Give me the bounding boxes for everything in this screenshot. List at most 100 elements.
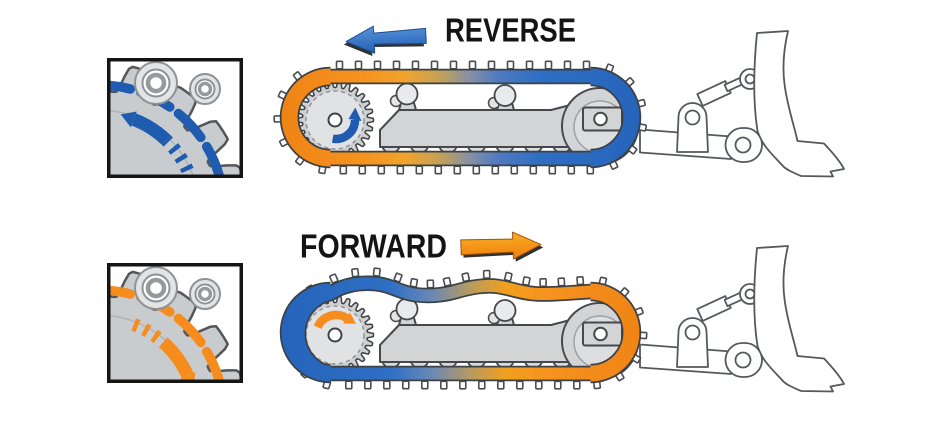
rotation-arrow-icon: [331, 107, 362, 144]
grouser: [496, 380, 505, 390]
hydraulic-cylinder-barrel: [696, 295, 732, 322]
forward-label: FORWARD: [300, 228, 447, 265]
grouser: [401, 380, 410, 390]
grouser: [393, 272, 403, 283]
grouser: [534, 380, 543, 390]
reverse-sprocket-closeup-inset: [107, 58, 243, 220]
grouser: [396, 165, 405, 175]
reverse-direction-arrow-icon: [343, 25, 427, 57]
forward-section: FORWARD: [107, 228, 845, 421]
track-band: [292, 277, 638, 380]
grouser: [335, 60, 344, 70]
grouser: [363, 380, 372, 390]
grouser: [522, 276, 531, 286]
track-grousers: [273, 60, 648, 175]
blade: [753, 30, 845, 178]
grouser: [439, 380, 448, 390]
reverse-track-assembly: [273, 30, 845, 178]
grouser: [377, 165, 386, 175]
grouser: [382, 380, 391, 390]
grouser: [372, 267, 381, 277]
grouser: [411, 60, 420, 70]
grouser: [409, 277, 419, 288]
pivot-bracket: [676, 102, 709, 153]
grouser: [572, 380, 581, 390]
tooth-valley-highlight: [173, 108, 206, 143]
grouser: [339, 165, 348, 175]
grouser: [553, 380, 562, 390]
grouser: [525, 60, 534, 70]
track-bushing-core: [197, 286, 213, 302]
arrowhead: [120, 111, 137, 128]
carrier-roller: [493, 299, 517, 322]
grouser: [449, 60, 458, 70]
grouser: [373, 60, 382, 70]
grouser: [392, 60, 401, 70]
inset-content: [110, 61, 240, 220]
grouser: [458, 380, 467, 390]
upper-lug-pin: [744, 288, 756, 300]
grouser: [582, 60, 591, 70]
idler-pin: [593, 111, 608, 127]
arrow-dashed-tail: [161, 135, 194, 174]
grouser: [482, 269, 491, 279]
track-bushing-core: [197, 81, 213, 97]
grouser: [472, 165, 481, 175]
blade: [753, 245, 845, 393]
tooth-valley-highlight: [222, 187, 224, 220]
bracket-pin: [684, 324, 701, 341]
grouser: [434, 165, 443, 175]
tooth-valley-highlight: [173, 313, 206, 348]
grouser: [477, 380, 486, 390]
inset-border: [107, 263, 243, 383]
grouser: [515, 380, 524, 390]
sprocket-dashed-ring: [305, 90, 365, 150]
lower-lug-pin: [734, 136, 752, 154]
sprocket-hub: [327, 112, 343, 128]
arrow-shaft: [131, 113, 171, 146]
idler-pin: [593, 326, 608, 342]
rotation-arrowhead: [348, 107, 362, 121]
tooth-valley-highlight: [110, 285, 136, 299]
grouser: [563, 60, 572, 70]
bracket-pin: [684, 109, 701, 126]
grouser: [567, 165, 576, 175]
arrow-body: [345, 25, 427, 54]
grouser: [539, 277, 547, 288]
tooth-valley-highlight: [110, 80, 136, 94]
tooth-valley-highlight: [222, 392, 224, 421]
upper-lug-pin: [744, 73, 756, 85]
grouser: [442, 276, 452, 287]
rotation-arc: [331, 119, 360, 144]
dozer-blade-assembly: [639, 245, 845, 393]
grouser: [548, 165, 557, 175]
arrow-shaft: [160, 339, 194, 379]
grouser: [344, 380, 353, 390]
track-bushing-core: [145, 72, 167, 94]
drive-sprocket: [295, 80, 375, 160]
grouser: [426, 279, 435, 289]
reverse-label: REVERSE: [445, 12, 576, 49]
grouser: [461, 272, 471, 283]
lower-lug-pin: [734, 351, 752, 369]
grouser: [351, 267, 360, 278]
inset-content: [110, 266, 240, 421]
arrowhead: [179, 372, 196, 380]
grouser: [510, 165, 519, 175]
grouser: [415, 165, 424, 175]
grouser: [468, 60, 477, 70]
carrier-roller: [395, 82, 419, 106]
grouser: [453, 165, 462, 175]
forward-direction-arrow-icon: [460, 231, 544, 262]
rotation-arrowhead: [343, 312, 356, 324]
grouser: [529, 165, 538, 175]
rotation-arc: [313, 310, 349, 330]
track-band: [283, 70, 638, 165]
grouser: [544, 60, 553, 70]
rotation-arrow-icon: [120, 111, 194, 174]
sprocket-hub: [327, 327, 343, 343]
grouser: [506, 60, 515, 70]
tooth-valley-highlight: [201, 346, 224, 380]
